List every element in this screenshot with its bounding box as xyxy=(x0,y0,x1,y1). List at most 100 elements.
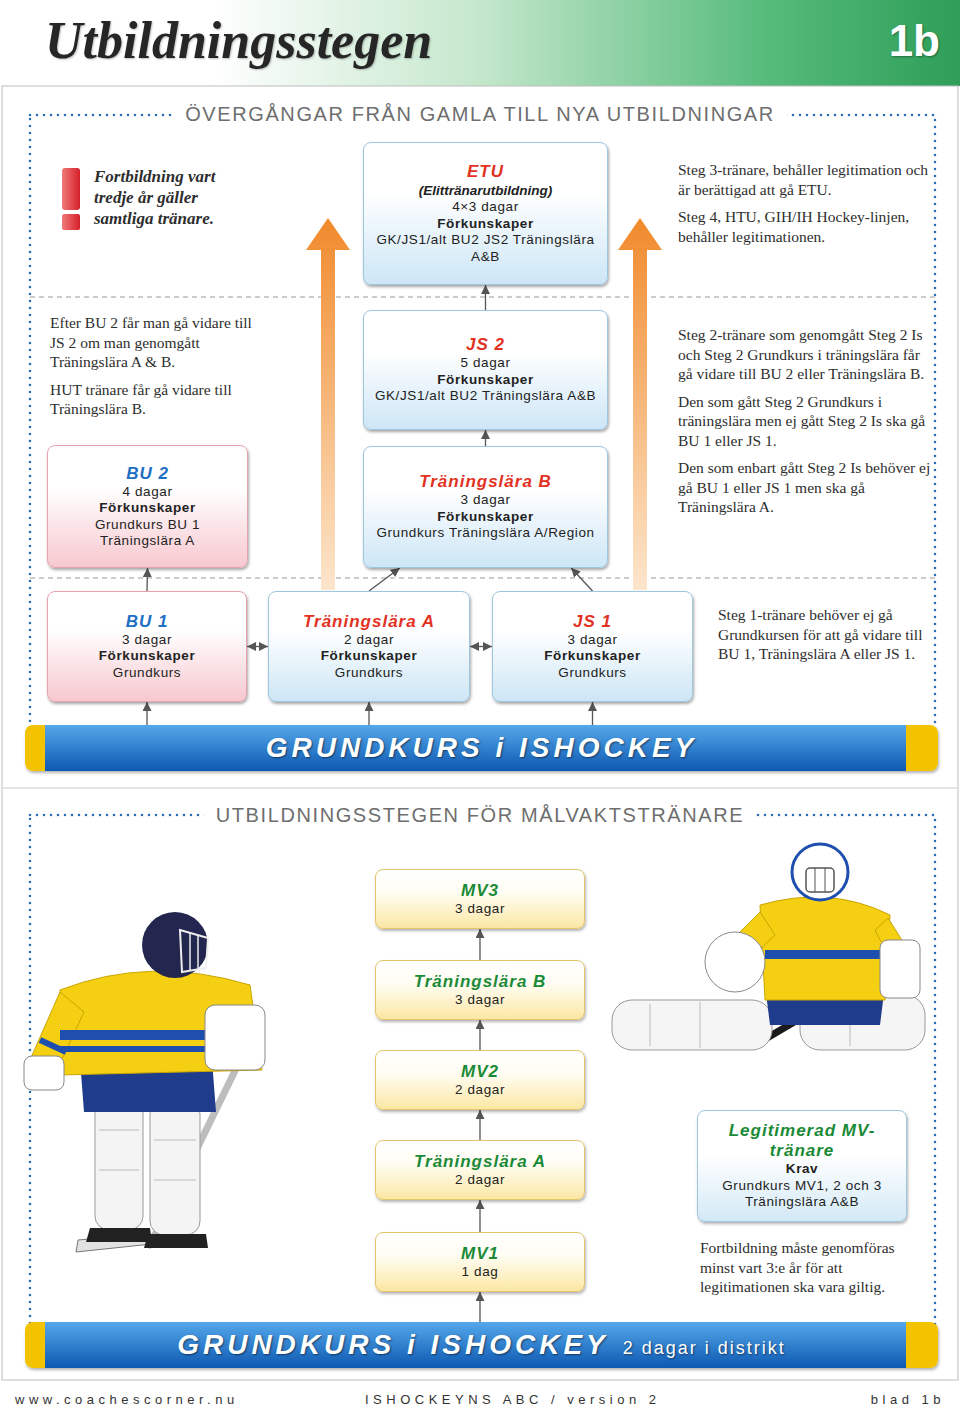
box-title: JS 2 xyxy=(466,335,505,355)
box-text: 3 dagar xyxy=(455,901,505,918)
dotted-frame xyxy=(30,115,935,745)
box-text: Förkunskaper xyxy=(437,216,533,233)
box-text: 5 dagar xyxy=(461,355,511,372)
page-title: Utbildningsstegen xyxy=(45,10,960,72)
box-text: 3 dagar xyxy=(568,632,618,649)
text-group: www.coachescorner.nu xyxy=(15,1392,335,1408)
box-title: MV3 xyxy=(461,881,499,901)
text-group: ÖVERGÅNGAR FRÅN GAMLA TILL NYA UTBILDNIN… xyxy=(0,101,960,127)
note-text: Den som enbart gått Steg 2 Is behöver ej… xyxy=(678,458,933,517)
section-heading: UTBILDNINGSSTEGEN FÖR MÅLVAKTSTRÄNARE xyxy=(204,802,757,828)
box-text: Förkunskaper xyxy=(321,648,417,665)
box-content: GRUNDKURS i ISHOCKEY2 dagar i distrikt xyxy=(35,1329,928,1361)
connector-arrow xyxy=(369,568,400,591)
base-course-band: GRUNDKURS i ISHOCKEY xyxy=(25,725,938,771)
box-content: ETU(Elittränarutbildning)4×3 dagarFörkun… xyxy=(374,162,597,265)
connector-arrow xyxy=(592,702,593,725)
goalie-butterfly xyxy=(612,844,925,1050)
exclamation-icon xyxy=(62,168,80,230)
box-text: Grundkurs xyxy=(335,665,403,682)
box-text: 3 dagar xyxy=(122,632,172,649)
box-text: Grundkurs xyxy=(113,665,181,682)
box-text: Förkunskaper xyxy=(544,648,640,665)
dashed-divider xyxy=(30,578,935,579)
box-content: Träningslära A2 dagarFörkunskaperGrundku… xyxy=(279,612,459,682)
connector-arrow xyxy=(479,1200,480,1232)
box-title: BU 2 xyxy=(126,464,169,484)
note-text: Steg 1-tränare behöver ej gå Grundkursen… xyxy=(718,605,923,664)
course-box: Träningslära A2 dagarFörkunskaperGrundku… xyxy=(268,591,470,702)
connector-arrow xyxy=(368,702,369,725)
connector-arrow xyxy=(146,568,148,591)
box-text: Grundkurs Träningslära A/Region xyxy=(376,525,594,542)
goalie-standing xyxy=(24,912,265,1252)
note-text: Fortbildning vart tredje år gäller samtl… xyxy=(94,166,244,229)
page-frame xyxy=(2,86,958,1380)
text-group: 1b xyxy=(820,16,940,66)
box-content: MV22 dagar xyxy=(386,1062,574,1099)
box-text: 4 dagar xyxy=(123,484,173,501)
course-box: MV22 dagar xyxy=(375,1050,585,1110)
text-group: ISHOCKEYNS ABC / version 2 xyxy=(365,1392,725,1408)
box-text: Grundkurs BU 1 Träningslära A xyxy=(58,517,237,550)
box-title: JS 1 xyxy=(573,612,612,632)
text-group: Steg 3-tränare, behåller legitimation oc… xyxy=(678,160,933,254)
box-text: Förkunskaper xyxy=(437,509,533,526)
footer-text: www.coachescorner.nu xyxy=(15,1392,335,1408)
note-text: Steg 4, HTU, GIH/IH Hockey-linjen, behål… xyxy=(678,207,933,246)
course-box: BU 13 dagarFörkunskaperGrundkurs xyxy=(47,591,247,702)
box-content: MV11 dag xyxy=(386,1244,574,1281)
connector-arrow xyxy=(247,646,268,647)
box-text: 2 dagar xyxy=(344,632,394,649)
note-text: Efter BU 2 får man gå vidare till JS 2 o… xyxy=(50,313,255,372)
course-box: JS 13 dagarFörkunskaperGrundkurs xyxy=(492,591,693,702)
box-title: BU 1 xyxy=(126,612,169,632)
base-course-band: GRUNDKURS i ISHOCKEY2 dagar i distrikt xyxy=(25,1322,938,1368)
course-box: Träningslära B3 dagarFörkunskaperGrundku… xyxy=(363,446,608,568)
course-box: Träningslära A2 dagar xyxy=(375,1140,585,1200)
box-title: MV2 xyxy=(461,1062,499,1082)
box-text: GK/JS1/alt BU2 JS2 Träningslära A&B xyxy=(374,232,597,265)
box-text: 4×3 dagar xyxy=(452,199,519,216)
box-content: Träningslära B3 dagar xyxy=(386,972,574,1009)
box-content: MV33 dagar xyxy=(386,881,574,918)
box-title: Legitimerad MV-tränare xyxy=(708,1121,896,1161)
connector-arrow xyxy=(146,702,147,725)
box-text: 3 dagar xyxy=(461,492,511,509)
box-text: (Elittränarutbildning) xyxy=(419,182,552,199)
course-box: ETU(Elittränarutbildning)4×3 dagarFörkun… xyxy=(363,142,608,285)
connector-arrow xyxy=(479,1292,480,1322)
box-title: Träningslära A xyxy=(303,612,435,632)
progress-arrow xyxy=(306,218,350,590)
box-title: Träningslära A xyxy=(414,1152,546,1172)
box-text: Krav xyxy=(786,1161,818,1178)
dotted-frame xyxy=(30,815,935,1340)
box-text: 2 dagar xyxy=(455,1172,505,1189)
box-content: BU 13 dagarFörkunskaperGrundkurs xyxy=(58,612,236,682)
box-content: Legitimerad MV-tränareKravGrundkurs MV1,… xyxy=(708,1121,896,1211)
connector-arrow xyxy=(470,646,492,647)
text-group: Steg 2-tränare som genomgått Steg 2 Is o… xyxy=(678,325,933,525)
box-content: GRUNDKURS i ISHOCKEY xyxy=(35,732,928,764)
dashed-divider xyxy=(30,297,935,298)
box-content: JS 13 dagarFörkunskaperGrundkurs xyxy=(503,612,682,682)
box-title: Träningslära B xyxy=(419,472,552,492)
connector-arrow xyxy=(485,285,486,310)
course-box: MV33 dagar xyxy=(375,869,585,929)
text-group: Fortbildning måste genomföras minst vart… xyxy=(700,1238,925,1305)
connector-arrow xyxy=(571,568,592,591)
box-title: GRUNDKURS i ISHOCKEY xyxy=(266,732,698,764)
progress-arrow xyxy=(618,218,662,590)
box-text: 2 dagar xyxy=(455,1082,505,1099)
box-title: MV1 xyxy=(461,1244,499,1264)
box-text: Grundkurs xyxy=(558,665,626,682)
note-text: Den som gått Steg 2 Grundkurs i tränings… xyxy=(678,392,933,451)
section-separator xyxy=(3,788,957,789)
sheet-number: 1b xyxy=(820,16,940,66)
connector-arrow xyxy=(485,430,486,446)
course-box: Träningslära B3 dagar xyxy=(375,960,585,1020)
box-text: 3 dagar xyxy=(455,992,505,1009)
connector-arrow xyxy=(479,1020,480,1050)
